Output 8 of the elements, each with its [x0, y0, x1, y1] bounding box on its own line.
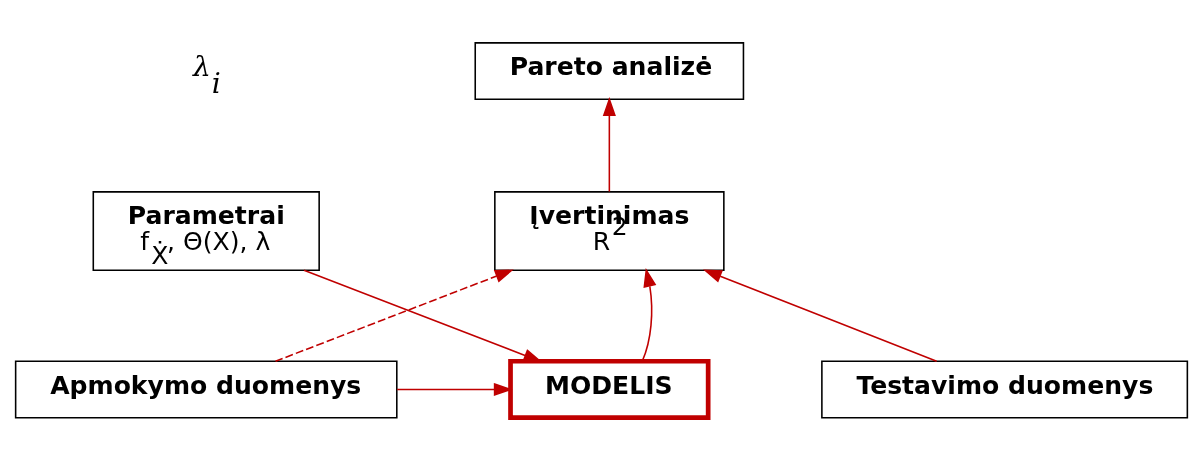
arrow — [703, 269, 938, 362]
arrow — [274, 269, 514, 362]
node-box: Apmokymo duomenys — [14, 360, 398, 419]
arrow — [641, 268, 657, 362]
arrow — [602, 97, 616, 193]
node-box: MODELIS — [508, 358, 711, 421]
node-box: Pareto analizė — [474, 42, 745, 101]
node-box: Testavimo duomenys — [821, 360, 1189, 419]
